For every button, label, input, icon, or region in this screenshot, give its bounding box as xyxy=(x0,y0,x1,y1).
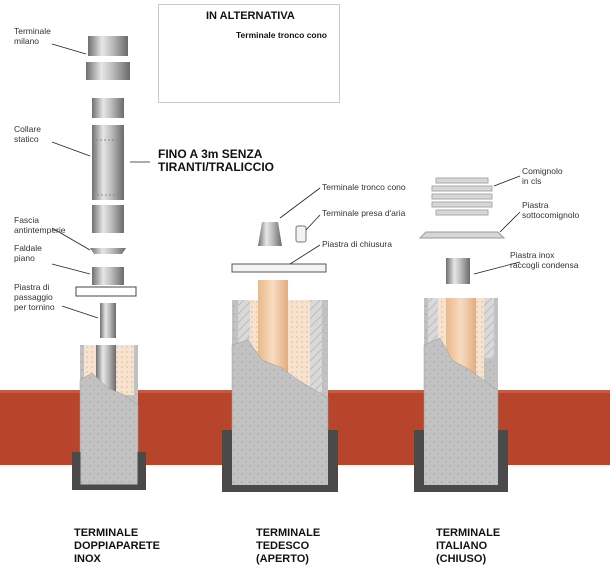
label-piastra-passaggio: Piastra di passaggio per tornino xyxy=(14,282,55,312)
label-piastra-inox: Piastra inox raccogli condensa xyxy=(510,250,579,270)
label-piastra-chiusura: Piastra di chiusura xyxy=(322,239,392,249)
left-exploded-stack xyxy=(72,36,146,490)
middle-stack xyxy=(222,222,338,492)
label-piastra-sottocomignolo: Piastra sottocomignolo xyxy=(522,200,580,220)
alternative-label: Terminale tronco cono xyxy=(236,30,327,40)
label-faldale: Faldale piano xyxy=(14,243,42,263)
alternative-title: IN ALTERNATIVA xyxy=(206,10,295,22)
label-collare-statico: Collare statico xyxy=(14,124,41,144)
height-note: FINO A 3m SENZA TIRANTI/TRALICCIO xyxy=(158,147,274,174)
label-terminale-tronco-cono: Terminale tronco cono xyxy=(322,182,406,192)
caption-left: TERMINALE DOPPIAPARETE INOX xyxy=(74,527,160,565)
label-terminale-milano: Terminale milano xyxy=(14,26,51,46)
caption-right: TERMINALE ITALIANO (CHIUSO) xyxy=(436,527,501,565)
label-comignolo: Comignolo in cls xyxy=(522,166,563,186)
caption-middle: TERMINALE TEDESCO (APERTO) xyxy=(256,527,321,565)
label-fascia: Fascia antintemperie xyxy=(14,215,66,235)
alternative-box xyxy=(158,4,340,103)
right-stack xyxy=(414,177,508,492)
label-terminale-presa-aria: Terminale presa d'aria xyxy=(322,208,406,218)
